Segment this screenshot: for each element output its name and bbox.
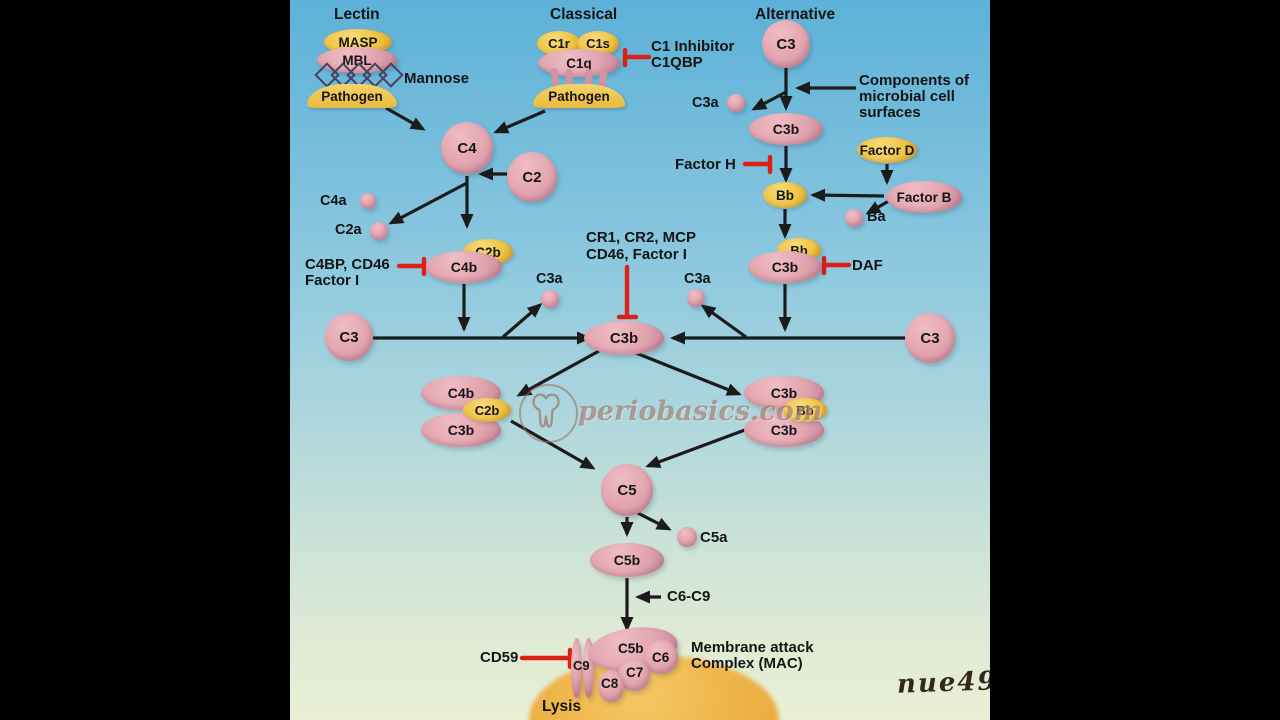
node-c3-right: C3 bbox=[905, 313, 955, 363]
node-lc-c2b: C2b bbox=[463, 398, 511, 422]
node-mbl: MBL bbox=[317, 47, 397, 73]
node-convertase-c3b-label: C3b bbox=[771, 259, 799, 275]
node-lc-c4b-label: C4b bbox=[447, 385, 475, 401]
node-c2: C2 bbox=[507, 152, 557, 202]
alternative-title: Alternative bbox=[755, 6, 836, 23]
node-central-c3b: C3b bbox=[584, 321, 664, 355]
node-c1q-label: C1q bbox=[566, 55, 592, 71]
node-c3-left-label: C3 bbox=[339, 328, 359, 346]
node-c2a bbox=[370, 222, 388, 240]
components-label-line2: microbial cell bbox=[859, 88, 955, 105]
alt-c3a-label: C3a bbox=[692, 95, 719, 111]
mac-c5b-label: C5b bbox=[618, 641, 644, 656]
node-rc-bb: Bb bbox=[783, 398, 827, 422]
red-inhibitor-lines bbox=[396, 47, 852, 670]
node-rc-bb-label: Bb bbox=[796, 402, 814, 418]
node-c1s-label: C1s bbox=[586, 36, 610, 51]
node-alt-c3b: C3b bbox=[749, 113, 823, 145]
c4a-label: C4a bbox=[320, 193, 347, 209]
signature: nue49 bbox=[896, 666, 990, 700]
node-bb: Bb bbox=[763, 182, 807, 208]
node-c5-label: C5 bbox=[617, 481, 637, 499]
c6-c9-label: C6-C9 bbox=[667, 588, 711, 605]
watermark-text: periobasics.com bbox=[578, 396, 823, 427]
node-bb-label: Bb bbox=[776, 187, 794, 203]
node-c8 bbox=[598, 670, 624, 702]
components-label-line1: Components of bbox=[859, 72, 969, 89]
regulators-label-line2: CD46, Factor I bbox=[586, 246, 687, 263]
ba-label: Ba bbox=[867, 209, 886, 225]
c7-label: C7 bbox=[626, 665, 644, 680]
components-label-line3: surfaces bbox=[859, 104, 921, 121]
node-c5b-label: C5b bbox=[613, 552, 641, 568]
node-factor-b: Factor B bbox=[886, 181, 962, 213]
node-mbl-label: MBL bbox=[342, 52, 372, 68]
node-c3a-right bbox=[687, 289, 705, 307]
node-masp-label: MASP bbox=[338, 34, 378, 50]
c3a-left-label: C3a bbox=[536, 271, 563, 287]
node-alt-c3: C3 bbox=[762, 20, 810, 68]
node-c9-slat bbox=[583, 638, 594, 698]
node-c9-slat bbox=[571, 638, 582, 698]
node-c3-left: C3 bbox=[325, 313, 373, 361]
node-factor-d-label: Factor D bbox=[859, 142, 915, 158]
node-rc-c3b-bottom-label: C3b bbox=[770, 422, 798, 438]
c9-label: C9 bbox=[573, 658, 590, 673]
c2a-label: C2a bbox=[335, 222, 362, 238]
c8-label: C8 bbox=[601, 676, 619, 691]
node-alt-c3a bbox=[727, 94, 745, 112]
node-c2-label: C2 bbox=[522, 168, 542, 186]
complement-pathway-diagram: Lectin Classical Alternative MASP MBL Ma… bbox=[290, 0, 990, 720]
node-rc-c3b-bottom: C3b bbox=[744, 413, 824, 447]
node-c5b: C5b bbox=[590, 543, 664, 577]
node-c5a bbox=[677, 527, 697, 547]
c3a-right-label: C3a bbox=[684, 271, 711, 287]
c6-label: C6 bbox=[652, 650, 670, 665]
mac-title-line2: Complex (MAC) bbox=[691, 655, 803, 672]
node-c1r: C1r bbox=[537, 31, 581, 56]
node-rc-c3b-top-label: C3b bbox=[770, 385, 798, 401]
node-lc-c2b-label: C2b bbox=[474, 402, 500, 418]
classical-title: Classical bbox=[550, 6, 618, 23]
watermark-logo bbox=[519, 384, 578, 443]
c1-inhibitor-label-line1: C1 Inhibitor bbox=[651, 38, 735, 55]
c5a-label: C5a bbox=[700, 529, 728, 546]
node-factor-b-label: Factor B bbox=[896, 189, 952, 205]
daf-label: DAF bbox=[852, 257, 883, 274]
node-c4b-label: C4b bbox=[450, 259, 478, 275]
node-lectin-pathogen: Pathogen bbox=[307, 84, 397, 108]
c4bp-label-line1: C4BP, CD46 bbox=[305, 256, 390, 273]
factor-h-label: Factor H bbox=[675, 156, 736, 173]
node-c3-right-label: C3 bbox=[920, 329, 940, 347]
node-convertase-c3b: C3b bbox=[748, 251, 822, 283]
node-c4-label: C4 bbox=[457, 139, 477, 157]
lysis-label: Lysis bbox=[542, 698, 582, 715]
node-c6 bbox=[644, 640, 678, 674]
mac-title-line1: Membrane attack bbox=[691, 639, 814, 656]
node-lc-c3b-label: C3b bbox=[447, 422, 475, 438]
node-alt-c3-label: C3 bbox=[776, 35, 796, 53]
node-c4: C4 bbox=[441, 122, 493, 174]
node-c4b: C4b bbox=[426, 251, 502, 283]
c1-inhibitor-label-line2: C1QBP bbox=[651, 54, 703, 71]
node-factor-d: Factor D bbox=[857, 137, 917, 163]
c4bp-label-line2: Factor I bbox=[305, 272, 360, 289]
node-c3a-left bbox=[541, 290, 559, 308]
node-lc-c3b: C3b bbox=[421, 413, 501, 447]
node-classical-pathogen-label: Pathogen bbox=[548, 88, 610, 104]
node-c1r-label: C1r bbox=[548, 36, 570, 51]
node-ba bbox=[845, 209, 863, 227]
lectin-title: Lectin bbox=[334, 6, 380, 23]
node-c4a bbox=[360, 193, 376, 209]
node-c5: C5 bbox=[601, 464, 653, 516]
cd59-label: CD59 bbox=[480, 649, 519, 666]
node-classical-pathogen: Pathogen bbox=[533, 84, 625, 108]
node-lectin-pathogen-label: Pathogen bbox=[321, 88, 383, 104]
regulators-label-line1: CR1, CR2, MCP bbox=[586, 229, 697, 246]
node-central-c3b-label: C3b bbox=[609, 329, 639, 347]
node-alt-c3b-label: C3b bbox=[772, 121, 800, 137]
mannose-label: Mannose bbox=[404, 70, 470, 87]
tooth-icon bbox=[532, 393, 560, 428]
